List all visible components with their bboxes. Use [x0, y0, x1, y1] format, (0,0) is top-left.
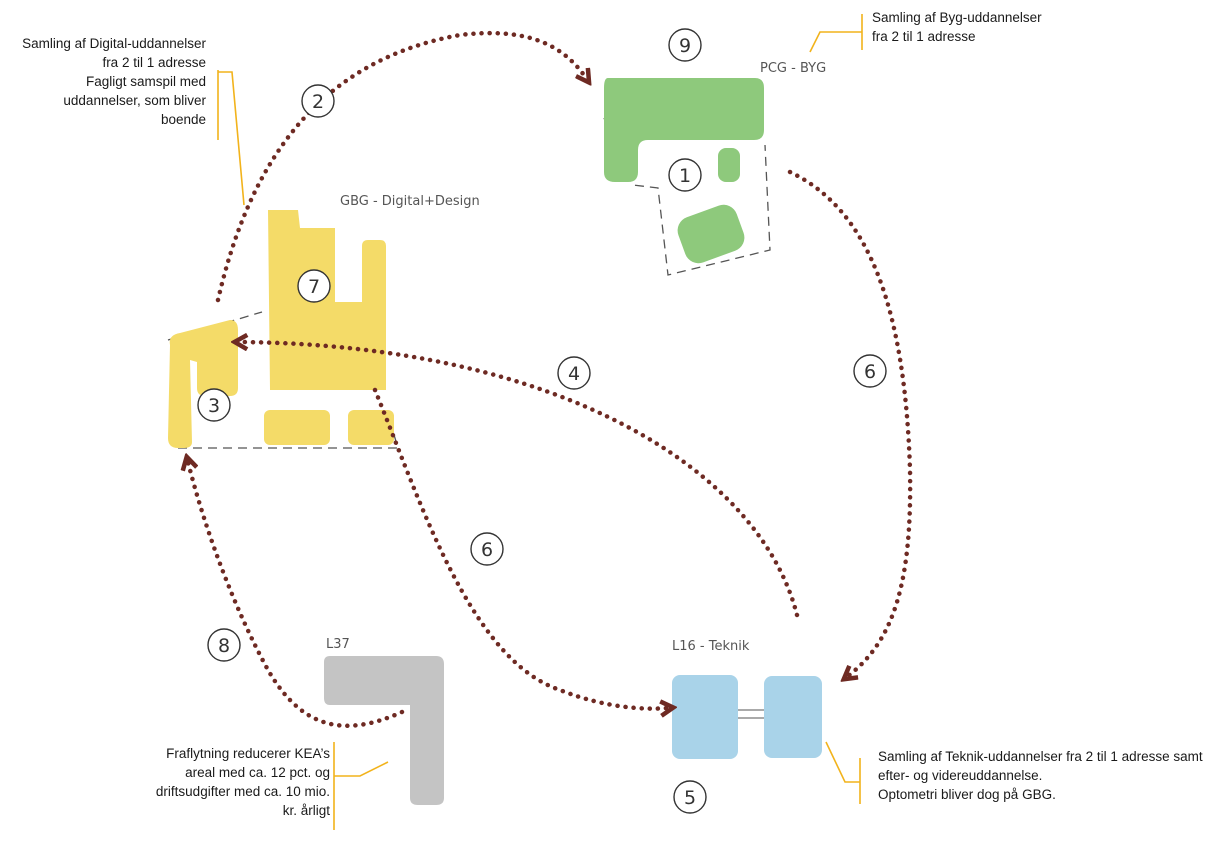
annotation-byg-line: Samling af Byg-uddannelser	[872, 10, 1042, 25]
annotation-l37-line: areal med ca. 12 pct. og	[185, 765, 330, 780]
annotation-digital: Samling af Digital-uddannelser fra 2 til…	[22, 34, 206, 129]
step-markers: 9 2 1 7 4 6 3 6 8 5	[197, 28, 887, 814]
annotation-byg: Samling af Byg-uddannelser fra 2 til 1 a…	[872, 8, 1042, 46]
annotation-l37-line: driftsudgifter med ca. 10 mio.	[155, 784, 330, 799]
svg-text:7: 7	[308, 276, 320, 298]
svg-text:3: 3	[208, 395, 220, 417]
leader-byg	[809, 14, 863, 53]
arrow-6-pcg-to-l16	[787, 169, 913, 676]
gbg-buildings	[168, 210, 394, 448]
pcg-main-building	[604, 78, 764, 182]
step-marker-9: 9	[668, 28, 702, 62]
pcg-small-building	[718, 148, 740, 182]
annotation-teknik-line: Samling af Teknik-uddannelser fra 2 til …	[878, 749, 1203, 764]
svg-text:5: 5	[684, 787, 696, 809]
l16-east-building	[764, 676, 822, 758]
leader-lines	[217, 14, 863, 830]
arrow-6-gbg-to-l16	[372, 387, 668, 709]
l37-building	[324, 656, 444, 805]
gbg-main-building	[268, 210, 386, 390]
gbg-south-building-b	[348, 410, 394, 445]
step-marker-7: 7	[297, 269, 331, 303]
label-pcg: PCG - BYG	[760, 61, 826, 76]
annotation-teknik-line: Optometri bliver dog på GBG.	[878, 787, 1056, 802]
svg-text:4: 4	[568, 363, 580, 385]
l16-west-building	[672, 675, 738, 759]
l16-buildings	[672, 675, 822, 759]
gbg-west-building	[168, 320, 238, 448]
annotation-l37-line: Fraflytning reducerer KEA’s	[166, 746, 330, 761]
leader-digital	[217, 70, 245, 206]
arrow-2-digital-to-pcg	[215, 30, 586, 303]
annotation-l37-line: kr. årligt	[282, 803, 330, 818]
svg-text:6: 6	[481, 539, 493, 561]
annotation-digital-line: Samling af Digital-uddannelser	[22, 36, 206, 51]
annotation-digital-line: Fagligt samspil med	[85, 74, 206, 89]
move-arrows	[188, 30, 913, 728]
step-marker-6-center: 6	[470, 532, 504, 566]
pcg-buildings	[604, 78, 764, 264]
step-marker-6-right: 6	[853, 354, 887, 388]
leader-teknik	[825, 741, 861, 804]
step-marker-5: 5	[673, 780, 707, 814]
svg-text:6: 6	[864, 361, 876, 383]
annotation-digital-line: fra 2 til 1 adresse	[102, 55, 206, 70]
label-gbg: GBG - Digital+Design	[340, 194, 480, 209]
annotation-digital-line: uddannelser, som bliver	[63, 93, 206, 108]
step-marker-4: 4	[557, 356, 591, 390]
label-l37: L37	[326, 637, 350, 652]
svg-text:8: 8	[218, 635, 230, 657]
step-marker-3: 3	[197, 388, 231, 422]
leader-l37	[333, 742, 389, 830]
pcg-lower-building	[677, 204, 745, 264]
arrow-8-l37-to-gbg	[188, 462, 405, 728]
annotation-l37: Fraflytning reducerer KEA’s areal med ca…	[156, 744, 330, 820]
annotation-teknik-line: efter- og videreuddannelse.	[878, 768, 1043, 783]
arrow-4-l16-to-gbg	[240, 342, 800, 618]
svg-text:1: 1	[679, 165, 691, 187]
step-marker-1: 1	[668, 158, 702, 192]
label-l16: L16 - Teknik	[672, 639, 750, 654]
step-marker-2: 2	[301, 84, 335, 118]
gbg-south-building-a	[264, 410, 330, 445]
annotation-teknik: Samling af Teknik-uddannelser fra 2 til …	[878, 747, 1203, 804]
annotation-byg-line: fra 2 til 1 adresse	[872, 29, 976, 44]
svg-text:2: 2	[312, 91, 324, 113]
svg-text:9: 9	[679, 35, 691, 57]
annotation-digital-line: boende	[160, 112, 206, 127]
step-marker-8: 8	[207, 628, 241, 662]
